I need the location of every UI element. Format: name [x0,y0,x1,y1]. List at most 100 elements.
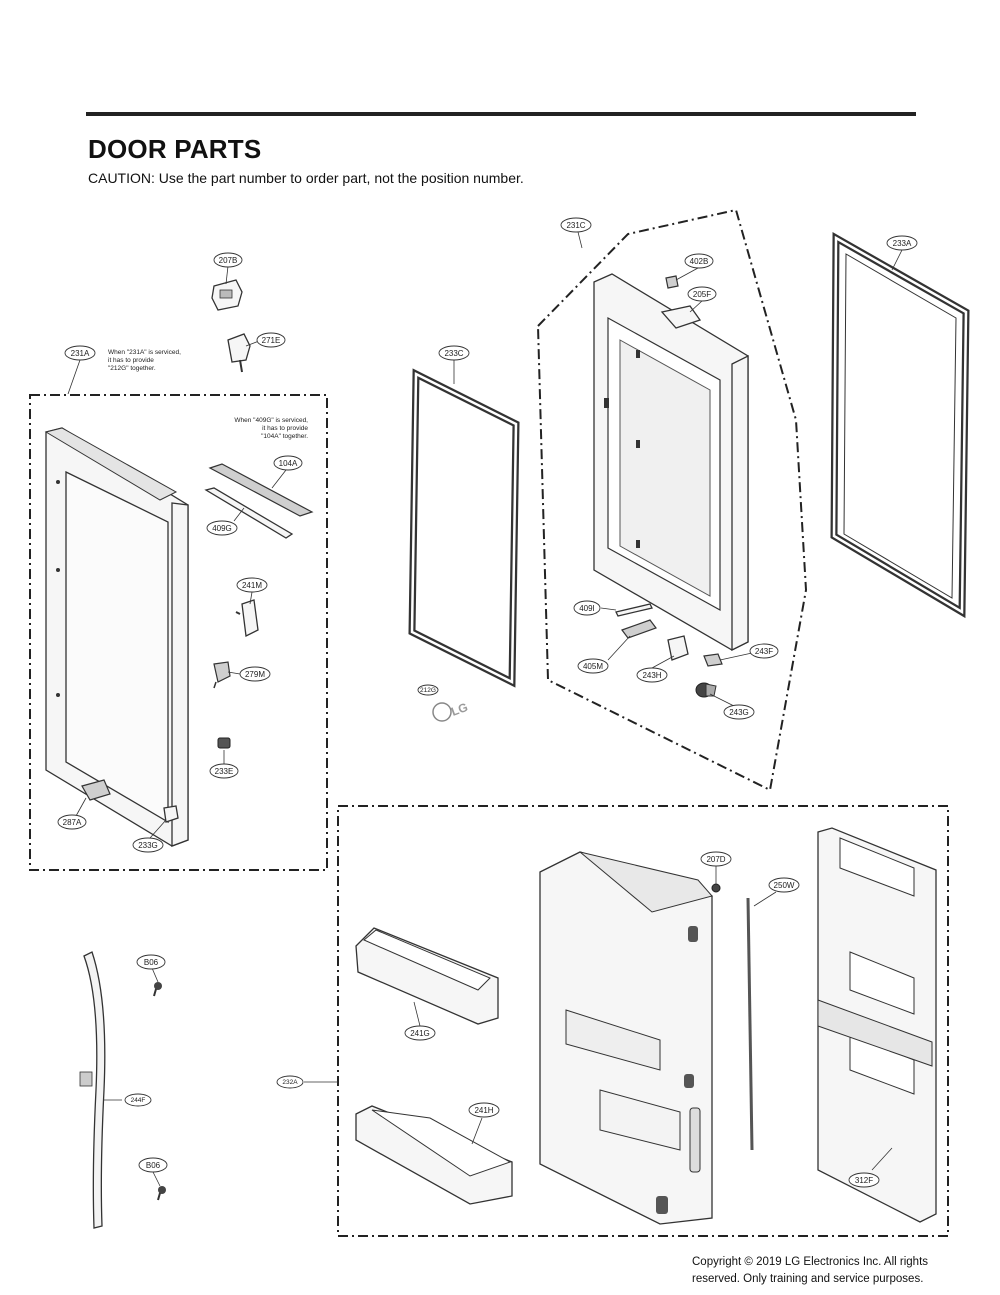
label-232A: 232A [276,1075,304,1089]
svg-text:250W: 250W [774,881,795,890]
label-233G: 233G [132,837,164,853]
label-233C: 233C [438,345,470,361]
label-233A: 233A [886,235,918,251]
hinge-cover-207B [211,279,243,311]
hinge-271E [227,333,251,373]
label-B06-top: B06 [136,954,166,970]
lg-logo-212G: LG [432,700,470,722]
copyright-line-1: Copyright © 2019 LG Electronics Inc. All… [692,1256,929,1268]
part-243F [703,653,723,667]
label-271E: 271E [256,332,286,348]
handle-244F [79,951,106,1229]
strip-409G [204,487,294,539]
door-panel-312F [817,827,937,1223]
cover-405M [621,619,657,639]
svg-text:243H: 243H [642,671,661,680]
svg-text:232A: 232A [282,1079,298,1086]
svg-text:241M: 241M [242,581,262,590]
svg-text:207D: 207D [706,855,725,864]
svg-text:244F: 244F [131,1097,146,1104]
bracket-243H [667,635,689,661]
label-409I: 409I [573,600,601,616]
strip-104A [208,463,314,517]
svg-text:231C: 231C [566,221,585,230]
screw-B06-bottom [157,1186,166,1201]
label-231C: 231C [560,217,592,233]
svg-text:402B: 402B [690,257,709,266]
label-312F: 312F [848,1172,880,1188]
label-243F: 243F [749,643,779,659]
cam-243G [695,682,717,698]
svg-text:205F: 205F [693,290,711,299]
svg-text:243F: 243F [755,647,773,656]
svg-text:241H: 241H [474,1106,493,1115]
label-104A: 104A [273,455,303,471]
page-title: DOOR PARTS [88,134,262,164]
label-B06-bottom: B06 [138,1157,168,1173]
clip-402B [665,275,679,289]
cap-233E [217,737,231,749]
label-241M: 241M [236,577,268,593]
svg-text:233A: 233A [893,239,912,248]
label-409G: 409G [206,520,238,536]
group-231A-boundary [29,394,328,871]
svg-text:"104A" together.: "104A" together. [261,433,308,440]
svg-text:409G: 409G [212,524,232,533]
label-244F: 244F [124,1093,152,1107]
strip-409I [615,603,653,617]
svg-text:104A: 104A [279,459,298,468]
label-243G: 243G [723,704,755,720]
svg-text:233C: 233C [444,349,463,358]
svg-text:241G: 241G [410,1029,430,1038]
label-233E: 233E [209,763,239,779]
inner-door-231C [593,273,749,652]
svg-text:B06: B06 [146,1161,161,1170]
gasket-233A [830,232,970,619]
rod-250W [746,897,754,1151]
label-287A: 287A [57,814,87,830]
svg-text:B06: B06 [144,958,159,967]
screw-B06-top [153,982,162,997]
group-232A-boundary [337,805,949,1237]
svg-text:271E: 271E [262,336,281,345]
label-250W: 250W [768,877,800,893]
leader-lines [67,231,903,1187]
label-207D: 207D [700,851,732,867]
copyright-line-2: reserved. Only training and service purp… [692,1273,924,1285]
label-243H: 243H [636,667,668,683]
svg-text:233G: 233G [138,841,158,850]
svg-text:When "409G" is serviced,: When "409G" is serviced, [234,417,308,424]
label-279M: 279M [239,666,271,682]
svg-text:207B: 207B [219,256,238,265]
copyright-notice: Copyright © 2019 LG Electronics Inc. All… [692,1254,928,1288]
cap-233G [163,805,179,823]
label-207B: 207B [213,252,243,268]
svg-text:243G: 243G [729,708,749,717]
gasket-233C [408,368,520,688]
screw-207D [711,883,721,893]
svg-text:279M: 279M [245,670,265,679]
group-231C-boundary [536,208,808,792]
svg-text:it has to provide: it has to provide [108,357,154,364]
label-212G: 212G [417,684,439,696]
svg-text:231A: 231A [71,349,90,358]
svg-text:212G: 212G [420,687,436,694]
lg-logo-text: LG [449,700,469,719]
label-241G: 241G [404,1025,436,1041]
bracket-287A [81,779,111,801]
svg-text:When "231A" is serviced,: When "231A" is serviced, [108,349,181,356]
service-note-409G: When "409G" is serviced, it has to provi… [234,417,308,440]
door-panel-231A [44,427,189,847]
svg-text:287A: 287A [63,818,82,827]
svg-text:409I: 409I [579,604,595,613]
door-case-232A [539,851,713,1225]
clip-241M [235,599,259,637]
label-231A: 231A [64,345,96,361]
svg-text:it has to provide: it has to provide [262,425,308,432]
svg-text:405M: 405M [583,662,603,671]
header-rule [86,112,916,116]
basket-241H [355,1105,513,1205]
svg-text:"212G" together.: "212G" together. [108,365,156,372]
label-205F: 205F [687,286,717,302]
